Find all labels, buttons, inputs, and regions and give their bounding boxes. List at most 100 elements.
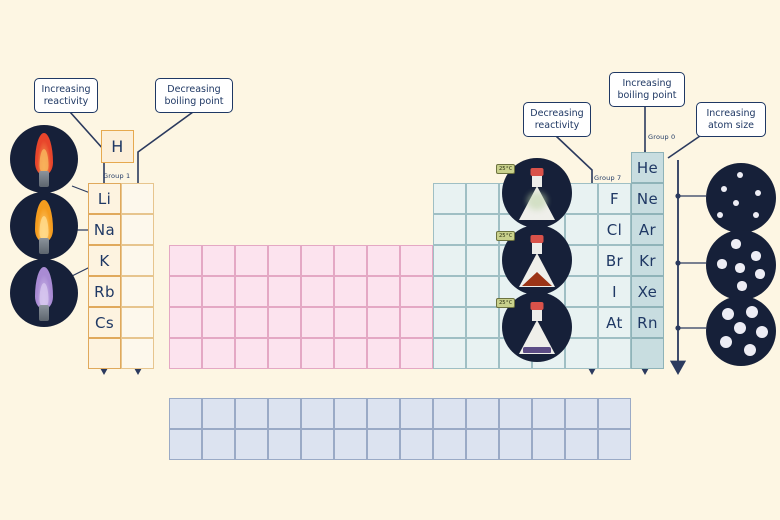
cell-pblock-0-1 bbox=[466, 183, 499, 214]
cell-fblock-1-3 bbox=[268, 429, 301, 460]
callout-increasing-atom-size: Increasing atom size bbox=[696, 102, 766, 137]
flame-sodium-flame-core-icon bbox=[39, 216, 49, 240]
cell-br[interactable]: Br bbox=[598, 245, 631, 276]
cell-rn[interactable]: Rn bbox=[631, 307, 664, 338]
atom-size-radon-puck bbox=[706, 296, 776, 366]
cell-kr[interactable]: Kr bbox=[631, 245, 664, 276]
atom-size-krypton-atom-5 bbox=[737, 281, 747, 291]
cell-i[interactable]: I bbox=[598, 276, 631, 307]
cell-fblock-0-4 bbox=[301, 398, 334, 429]
flask-bromine-neck-icon bbox=[532, 242, 542, 254]
cell-transition-0-2 bbox=[235, 245, 268, 276]
cell-pblock-5-0 bbox=[433, 338, 466, 369]
atom-size-neon-atom-5 bbox=[753, 212, 759, 218]
flask-chlorine-contents bbox=[527, 192, 547, 210]
cell-ar[interactable]: Ar bbox=[631, 214, 664, 245]
symbol-k: K bbox=[99, 251, 110, 270]
cell-fblock-0-6 bbox=[367, 398, 400, 429]
cell-transition-2-2 bbox=[235, 307, 268, 338]
cell-pblock-3-1 bbox=[466, 276, 499, 307]
symbol-cl: Cl bbox=[606, 220, 623, 239]
cell-group2-empty-1 bbox=[121, 214, 154, 245]
cell-transition-3-3 bbox=[268, 338, 301, 369]
cell-fblock-0-9 bbox=[466, 398, 499, 429]
cell-pblock-4-1 bbox=[466, 307, 499, 338]
cell-pblock-1-0 bbox=[433, 214, 466, 245]
cell-transition-2-1 bbox=[202, 307, 235, 338]
cell-transition-1-1 bbox=[202, 276, 235, 307]
cell-group2-empty-0 bbox=[121, 183, 154, 214]
cell-transition-1-5 bbox=[334, 276, 367, 307]
cell-rb[interactable]: Rb bbox=[88, 276, 121, 307]
atom-size-neon-puck bbox=[706, 163, 776, 233]
cell-fblock-1-2 bbox=[235, 429, 268, 460]
cell-cl[interactable]: Cl bbox=[598, 214, 631, 245]
cell-fblock-0-3 bbox=[268, 398, 301, 429]
cell-transition-3-2 bbox=[235, 338, 268, 369]
cell-pblock-5-1 bbox=[466, 338, 499, 369]
cell-transition-0-6 bbox=[367, 245, 400, 276]
cell-pblock-4-0 bbox=[433, 307, 466, 338]
atom-size-neon-atom-2 bbox=[755, 190, 761, 196]
cell-transition-2-5 bbox=[334, 307, 367, 338]
cell-xe[interactable]: Xe bbox=[631, 276, 664, 307]
cell-k[interactable]: K bbox=[88, 245, 121, 276]
callout-decreasing-reactivity: Decreasing reactivity bbox=[523, 102, 591, 137]
cell-fblock-1-1 bbox=[202, 429, 235, 460]
cell-fblock-1-10 bbox=[499, 429, 532, 460]
cell-hydrogen[interactable]: H bbox=[101, 130, 134, 163]
cell-pblock-5-4 bbox=[565, 338, 598, 369]
symbol-xe: Xe bbox=[637, 282, 658, 301]
atom-size-krypton-atom-1 bbox=[751, 251, 761, 261]
cell-fblock-1-4 bbox=[301, 429, 334, 460]
flame-potassium-flame-core-icon bbox=[39, 283, 49, 307]
cell-group2-empty-5 bbox=[121, 338, 154, 369]
flask-bromine-stopper-icon bbox=[530, 235, 544, 243]
cell-fblock-1-9 bbox=[466, 429, 499, 460]
cell-pblock-3-4 bbox=[565, 276, 598, 307]
cell-pblock-3-0 bbox=[433, 276, 466, 307]
cell-group2-empty-2 bbox=[121, 245, 154, 276]
cell-transition-3-7 bbox=[400, 338, 433, 369]
cell-fblock-1-5 bbox=[334, 429, 367, 460]
atom-size-radon-atom-4 bbox=[719, 335, 733, 349]
group-caption-7: Group 7 bbox=[594, 174, 622, 182]
flask-chlorine-temperature-badge: 25°C bbox=[496, 164, 516, 174]
callout-increasing-reactivity: Increasing reactivity bbox=[34, 78, 98, 113]
symbol-f: F bbox=[609, 189, 620, 208]
cell-transition-1-3 bbox=[268, 276, 301, 307]
atom-size-neon-atom-1 bbox=[721, 186, 727, 192]
cell-ne[interactable]: Ne bbox=[631, 183, 664, 214]
cell-transition-3-0 bbox=[169, 338, 202, 369]
cell-li[interactable]: Li bbox=[88, 183, 121, 214]
symbol-ar: Ar bbox=[638, 220, 657, 239]
atom-size-krypton-atom-0 bbox=[731, 239, 741, 249]
symbol-kr: Kr bbox=[639, 251, 656, 270]
flame-potassium-puck bbox=[10, 259, 78, 327]
cell-group1-empty-5 bbox=[88, 338, 121, 369]
symbol-he: He bbox=[636, 158, 659, 177]
flask-iodine-neck-icon bbox=[532, 309, 542, 321]
cell-fblock-1-8 bbox=[433, 429, 466, 460]
cell-at[interactable]: At bbox=[598, 307, 631, 338]
symbol-rn: Rn bbox=[637, 313, 658, 332]
atom-size-krypton-puck bbox=[706, 230, 776, 300]
cell-transition-1-2 bbox=[235, 276, 268, 307]
atom-size-neon-atom-3 bbox=[733, 200, 739, 206]
cell-fblock-0-5 bbox=[334, 398, 367, 429]
cell-transition-2-3 bbox=[268, 307, 301, 338]
cell-transition-3-6 bbox=[367, 338, 400, 369]
flask-iodine-contents bbox=[523, 347, 551, 353]
cell-he[interactable]: He bbox=[631, 152, 664, 183]
burner-wick-icon bbox=[39, 238, 49, 254]
flask-chlorine-puck bbox=[502, 158, 572, 228]
cell-pblock-0-0 bbox=[433, 183, 466, 214]
cell-na[interactable]: Na bbox=[88, 214, 121, 245]
flame-lithium-puck bbox=[10, 125, 78, 193]
flask-iodine-stopper-icon bbox=[530, 302, 544, 310]
cell-cs[interactable]: Cs bbox=[88, 307, 121, 338]
cell-fblock-1-7 bbox=[400, 429, 433, 460]
group-caption-0: Group 0 bbox=[648, 133, 676, 141]
cell-f[interactable]: F bbox=[598, 183, 631, 214]
